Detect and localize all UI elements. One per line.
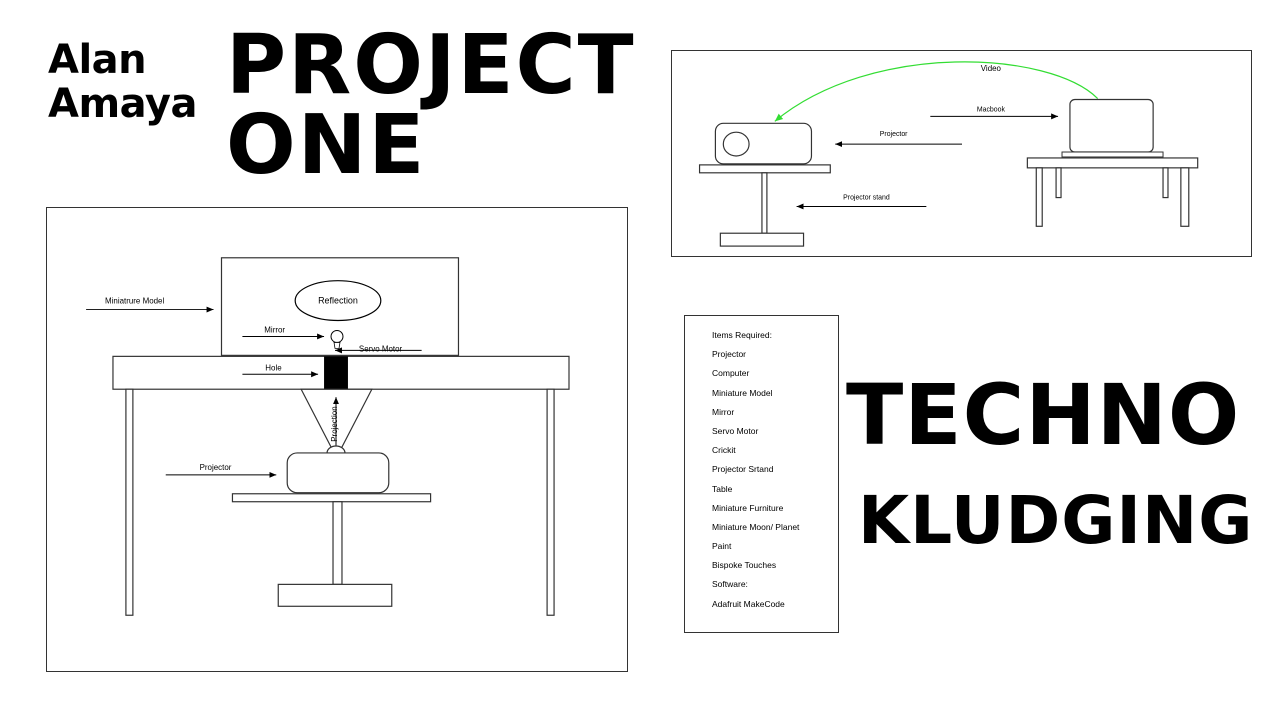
projector-stand-base [277, 583, 393, 607]
project-title-line1: PROJECT [226, 18, 636, 113]
list-item: Items Required: [712, 330, 772, 340]
video-arrow [774, 61, 1099, 122]
projector-stand-pole [332, 501, 343, 585]
projector-stand-top [231, 493, 432, 503]
reflection-label: Reflection [318, 296, 358, 306]
list-item: Computer [712, 368, 750, 379]
list-item: Mirror [712, 406, 735, 417]
hole [324, 356, 348, 390]
list-item: Miniature Furniture [712, 502, 784, 513]
macbook-label: Macbook [977, 106, 1006, 113]
list-item: Adafruit MakeCode [712, 598, 785, 609]
reflection-ellipse [294, 280, 382, 322]
projection-label: Projection [330, 406, 339, 441]
list-item: Miniature Moon/ Planet [712, 521, 800, 532]
list-item: Table [712, 483, 733, 494]
projector-body [286, 452, 390, 494]
subtitle-line2: KLUDGING [858, 482, 1254, 559]
hole-label: Hole [265, 363, 282, 372]
mirror-icon [330, 329, 344, 343]
project-title: PROJECT ONE [226, 18, 636, 193]
side-projector-lens [722, 131, 750, 157]
side-stand-top [698, 164, 831, 174]
servo-motor-label: Servo Motor [359, 344, 403, 353]
table-leg-right [546, 388, 555, 616]
list-item: Software: [712, 579, 748, 590]
subtitle: TECHNO KLUDGING [846, 362, 1253, 574]
side-stand-base [719, 232, 805, 247]
setup-diagram: Video Macbook Projector Projector stand [671, 50, 1252, 257]
mirror-label: Mirror [264, 325, 285, 334]
list-item: Bispoke Touches [712, 560, 777, 571]
projector-stand-label: Projector stand [843, 195, 890, 202]
video-label: Video [981, 64, 1002, 73]
desk-leg-2 [1055, 167, 1062, 199]
desk-leg-4 [1180, 167, 1190, 227]
list-item: Paint [712, 541, 732, 552]
side-stand-pole [761, 172, 768, 234]
laptop-base [1061, 151, 1164, 158]
desk-top [1026, 157, 1199, 169]
project-title-line2: ONE [226, 98, 427, 193]
desk-leg-3 [1162, 167, 1169, 199]
author-last: Amaya [48, 81, 197, 127]
main-diagram: Reflection Projection Miniatrure Model M… [46, 207, 628, 672]
subtitle-line1: TECHNO [846, 366, 1241, 464]
miniature-model-label: Miniatrure Model [105, 297, 164, 306]
side-projector-label: Projector [880, 131, 908, 138]
table-leg-left [125, 388, 134, 616]
list-item: Miniature Model [712, 387, 773, 398]
list-item: Projector Srtand [712, 464, 774, 475]
desk-leg-1 [1035, 167, 1043, 227]
projector-label: Projector [200, 463, 232, 472]
laptop-screen [1069, 98, 1154, 153]
author-first: Alan [48, 37, 147, 83]
list-item: Servo Motor [712, 425, 759, 436]
list-item: Crickit [712, 445, 736, 456]
items-required-list: Items Required: Projector Computer Minia… [684, 315, 839, 633]
author-name: Alan Amaya [48, 38, 197, 126]
list-item: Projector [712, 349, 747, 360]
